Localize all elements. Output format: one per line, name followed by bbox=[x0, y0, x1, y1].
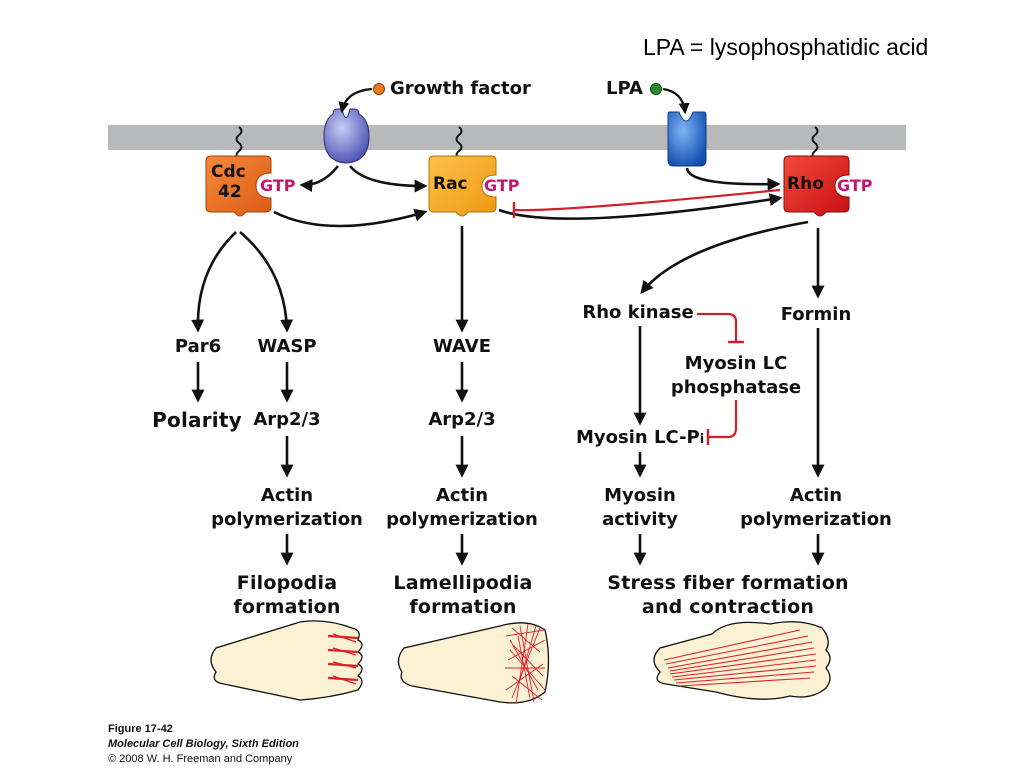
formation-line: formation bbox=[233, 596, 341, 618]
filopodia-formation-label: Filopodia formation bbox=[233, 571, 340, 619]
gf-to-cdc42-arrow bbox=[299, 165, 340, 193]
lamellipodia-line: Lamellipodia bbox=[393, 572, 533, 594]
cdc42-gtp-label: GTP bbox=[260, 176, 296, 195]
lpa-to-rho-arrow bbox=[685, 167, 781, 191]
lpa-binding-arrow bbox=[662, 87, 690, 115]
book-title: Molecular Cell Biology, Sixth Edition bbox=[108, 738, 299, 750]
formation-line: formation bbox=[409, 596, 517, 618]
lpa-receptor bbox=[667, 111, 707, 167]
lamellipodia-cell-illustration bbox=[397, 622, 550, 705]
cdc42-label: Cdc 42 bbox=[211, 162, 246, 202]
rho-inhibits-rac-line bbox=[513, 188, 781, 212]
stress-fiber-line: Stress fiber formation bbox=[607, 572, 849, 594]
phosphatase-inhibits-myosin-lcp-line bbox=[708, 400, 738, 439]
growth-factor-label: Growth factor bbox=[390, 78, 531, 99]
lamellipodia-formation-label: Lamellipodia formation bbox=[393, 571, 532, 619]
rac-gtpase bbox=[428, 155, 497, 217]
plasma-membrane bbox=[108, 125, 906, 150]
actin-line: Actin bbox=[789, 485, 843, 506]
lpa-ligand bbox=[650, 83, 662, 95]
growth-factor-ligand bbox=[373, 83, 385, 95]
cdc42-gtpase bbox=[205, 155, 272, 217]
actin-line: Actin bbox=[435, 485, 489, 506]
arp23-label-cdc42: Arp2/3 bbox=[253, 409, 321, 430]
cdc42-to-rac-arrow bbox=[273, 208, 428, 228]
phosphatase-line: phosphatase bbox=[670, 377, 802, 398]
growth-factor-receptor bbox=[323, 108, 370, 164]
myosin-lcp-subscript: i bbox=[699, 432, 705, 447]
activity-line: activity bbox=[602, 509, 678, 530]
actin-polymerization-label-cdc42: Actin polymerization bbox=[211, 484, 363, 532]
rho-kinase-label: Rho kinase bbox=[582, 302, 694, 323]
arp23-label-rac: Arp2/3 bbox=[428, 409, 496, 430]
polarity-label: Polarity bbox=[152, 408, 242, 432]
lipid-anchor-rho bbox=[811, 126, 819, 160]
actin-polymerization-label-rho: Actin polymerization bbox=[740, 484, 892, 532]
rho-gtp-label: GTP bbox=[837, 176, 873, 195]
myosin-lcp-text: Myosin LC-P bbox=[576, 427, 700, 448]
polymerization-line: polymerization bbox=[211, 509, 363, 530]
gf-to-rac-arrow bbox=[348, 165, 428, 193]
rac-to-rho-arrow bbox=[498, 193, 783, 220]
myosin-lcp-label: Myosin LC-Pi bbox=[576, 427, 704, 451]
lpa-definition-note: LPA = lysophosphatidic acid bbox=[643, 34, 929, 60]
wasp-label: WASP bbox=[257, 336, 317, 357]
myosin-activity-label: Myosin activity bbox=[602, 484, 678, 532]
par6-label: Par6 bbox=[174, 336, 222, 357]
formin-label: Formin bbox=[780, 304, 852, 325]
rho-kinase-inhibits-phosphatase-line bbox=[697, 312, 738, 342]
cdc42-to-wasp-arrow bbox=[239, 231, 294, 333]
myosin-lc-line: Myosin LC bbox=[684, 353, 788, 374]
stress-fiber-formation-label: Stress fiber formation and contraction bbox=[607, 571, 848, 619]
wave-label: WAVE bbox=[433, 336, 491, 357]
lipid-anchor-rac bbox=[455, 126, 463, 160]
polymerization-line: polymerization bbox=[386, 509, 538, 530]
rho-to-rho-kinase-arrow bbox=[640, 220, 809, 295]
myosin-line: Myosin bbox=[604, 485, 676, 506]
actin-line: Actin bbox=[260, 485, 314, 506]
figure-number: Figure 17-42 bbox=[108, 723, 173, 735]
actin-polymerization-label-rac: Actin polymerization bbox=[386, 484, 538, 532]
copyright-notice: © 2008 W. H. Freeman and Company bbox=[108, 753, 293, 765]
contraction-line: and contraction bbox=[641, 596, 815, 618]
lpa-label: LPA bbox=[606, 78, 643, 99]
cdc42-label-line2: 42 bbox=[218, 182, 242, 202]
cdc42-to-par6-arrow bbox=[191, 231, 237, 333]
filopodia-cell-illustration bbox=[210, 620, 363, 701]
growth-factor-binding-arrow bbox=[338, 87, 373, 114]
lipid-anchor-cdc42 bbox=[235, 126, 243, 160]
rac-gtp-label: GTP bbox=[484, 176, 520, 195]
filopodia-line: Filopodia bbox=[236, 572, 338, 594]
rho-label: Rho bbox=[787, 174, 824, 194]
stress-fiber-cell-illustration bbox=[653, 621, 831, 700]
rac-label: Rac bbox=[433, 174, 468, 194]
cdc42-label-line1: Cdc bbox=[211, 162, 246, 182]
polymerization-line: polymerization bbox=[740, 509, 892, 530]
rho-gtpase bbox=[783, 155, 850, 217]
myosin-lc-phosphatase-label: Myosin LC phosphatase bbox=[671, 352, 801, 400]
